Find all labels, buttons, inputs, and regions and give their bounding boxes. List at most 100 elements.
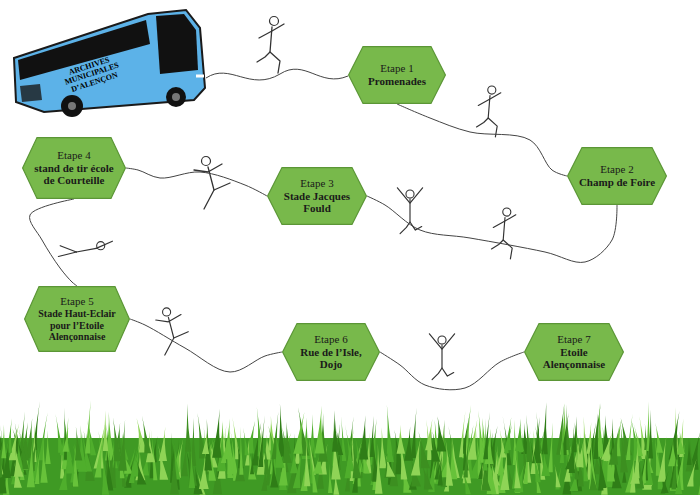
grass-blade [232,417,241,459]
route-line [397,104,567,176]
stage-hexagon: Etape 1Promenades [348,46,446,104]
grass-blade [19,428,29,469]
figure-limb [194,164,222,172]
grass-blade [103,410,108,451]
stage-number: Etape 6 [314,333,347,346]
grass-blade [118,420,127,471]
figure-limb [204,183,230,209]
grass-blade [418,431,430,468]
grass-blade [572,451,579,480]
athlete-figure [477,86,501,137]
athlete-figure [397,188,422,234]
stage-place: Rue de l’Isle, Dojo [292,346,370,371]
grass-blade [370,416,374,457]
stage-hexagon: Etape 2Champ de Foire [567,147,667,205]
grass-blade [85,400,91,453]
bus-illustration [14,10,348,117]
grass-blade [565,446,574,469]
grass-blade [27,435,35,487]
stage-hexagon: Etape 4stand de tir école de Courteille [22,137,126,199]
grass-blade [630,457,636,493]
grass-blade [113,418,122,461]
grass-blade [258,415,265,467]
grass-blade [75,427,82,461]
grass-blade [243,428,249,455]
grass-blade [425,419,432,450]
grass-blade [293,448,303,488]
figure-limb [432,368,454,380]
grass-blade [275,432,285,468]
figure-limb [478,93,501,106]
grass-blade [397,425,406,454]
figure-head [202,157,211,166]
grass-blade [379,427,386,468]
athlete-figure [156,308,188,355]
stage-number: Etape 2 [600,163,633,176]
grass-blade [189,447,195,488]
figure-limb [397,188,422,203]
grass-blade [514,455,521,488]
stage-hexagon: Etape 3Stade Jacques Fould [267,167,367,225]
grass-blade [304,436,310,487]
stage-number: Etape 3 [300,177,333,190]
athlete-figure [257,17,284,74]
grass-blade [336,428,343,455]
grass-blade [604,435,612,461]
stage-hexagon: Etape 6Rue de l’Isle, Dojo [282,323,380,381]
athlete-figure [194,157,230,210]
figure-head [163,308,171,316]
figure-limb [400,222,422,234]
grass-blade [541,450,550,476]
route-line [380,352,524,390]
figure-limb [58,252,76,257]
grass-blade [438,452,443,485]
grass-blade [28,435,38,471]
grass-blade [555,464,562,490]
grass-blade [411,408,417,458]
stage-place: Promenades [368,75,426,88]
grass-blade [95,430,105,478]
grass-blade [293,412,304,454]
grass-blade [560,422,564,463]
grass-blade [626,414,633,460]
grass-blade [399,433,407,480]
route-line [30,199,77,286]
figure-limb [429,334,454,349]
route-line [126,168,267,196]
grass-blade [59,459,68,490]
stage-number: Etape 7 [557,333,590,346]
figure-limb [259,24,284,38]
grass-blade [554,464,560,487]
grass-blade [309,414,316,457]
grass-blade [526,415,532,462]
grass-blade [483,412,490,459]
figure-head [438,336,446,344]
grass-blade [548,422,553,472]
grass-blade [634,424,643,456]
grass-blade [580,432,588,481]
grass-blade [620,424,628,472]
grass-blade [375,443,383,493]
grass-blade [609,426,620,465]
grass-blade [677,431,685,454]
grass-blade [239,427,243,475]
grass-blade [6,418,12,452]
grass-blade [542,402,548,454]
figure-head [406,190,414,198]
grass-blade [332,410,339,451]
grass-blade [136,460,146,484]
athlete-figure [492,208,516,259]
grass-blade [1,425,6,459]
grass-blade [315,406,325,454]
grass-blade [14,447,24,476]
figure-limb [257,52,280,73]
grass-blade [655,423,663,453]
grass-blade [159,427,167,461]
grass-blade [248,450,256,480]
grass-blade [504,425,512,454]
grass-blade [671,439,678,489]
grass-blade [387,405,393,454]
grass-blade [658,436,667,482]
grass-blade [212,409,221,458]
grass-blade [687,438,692,465]
